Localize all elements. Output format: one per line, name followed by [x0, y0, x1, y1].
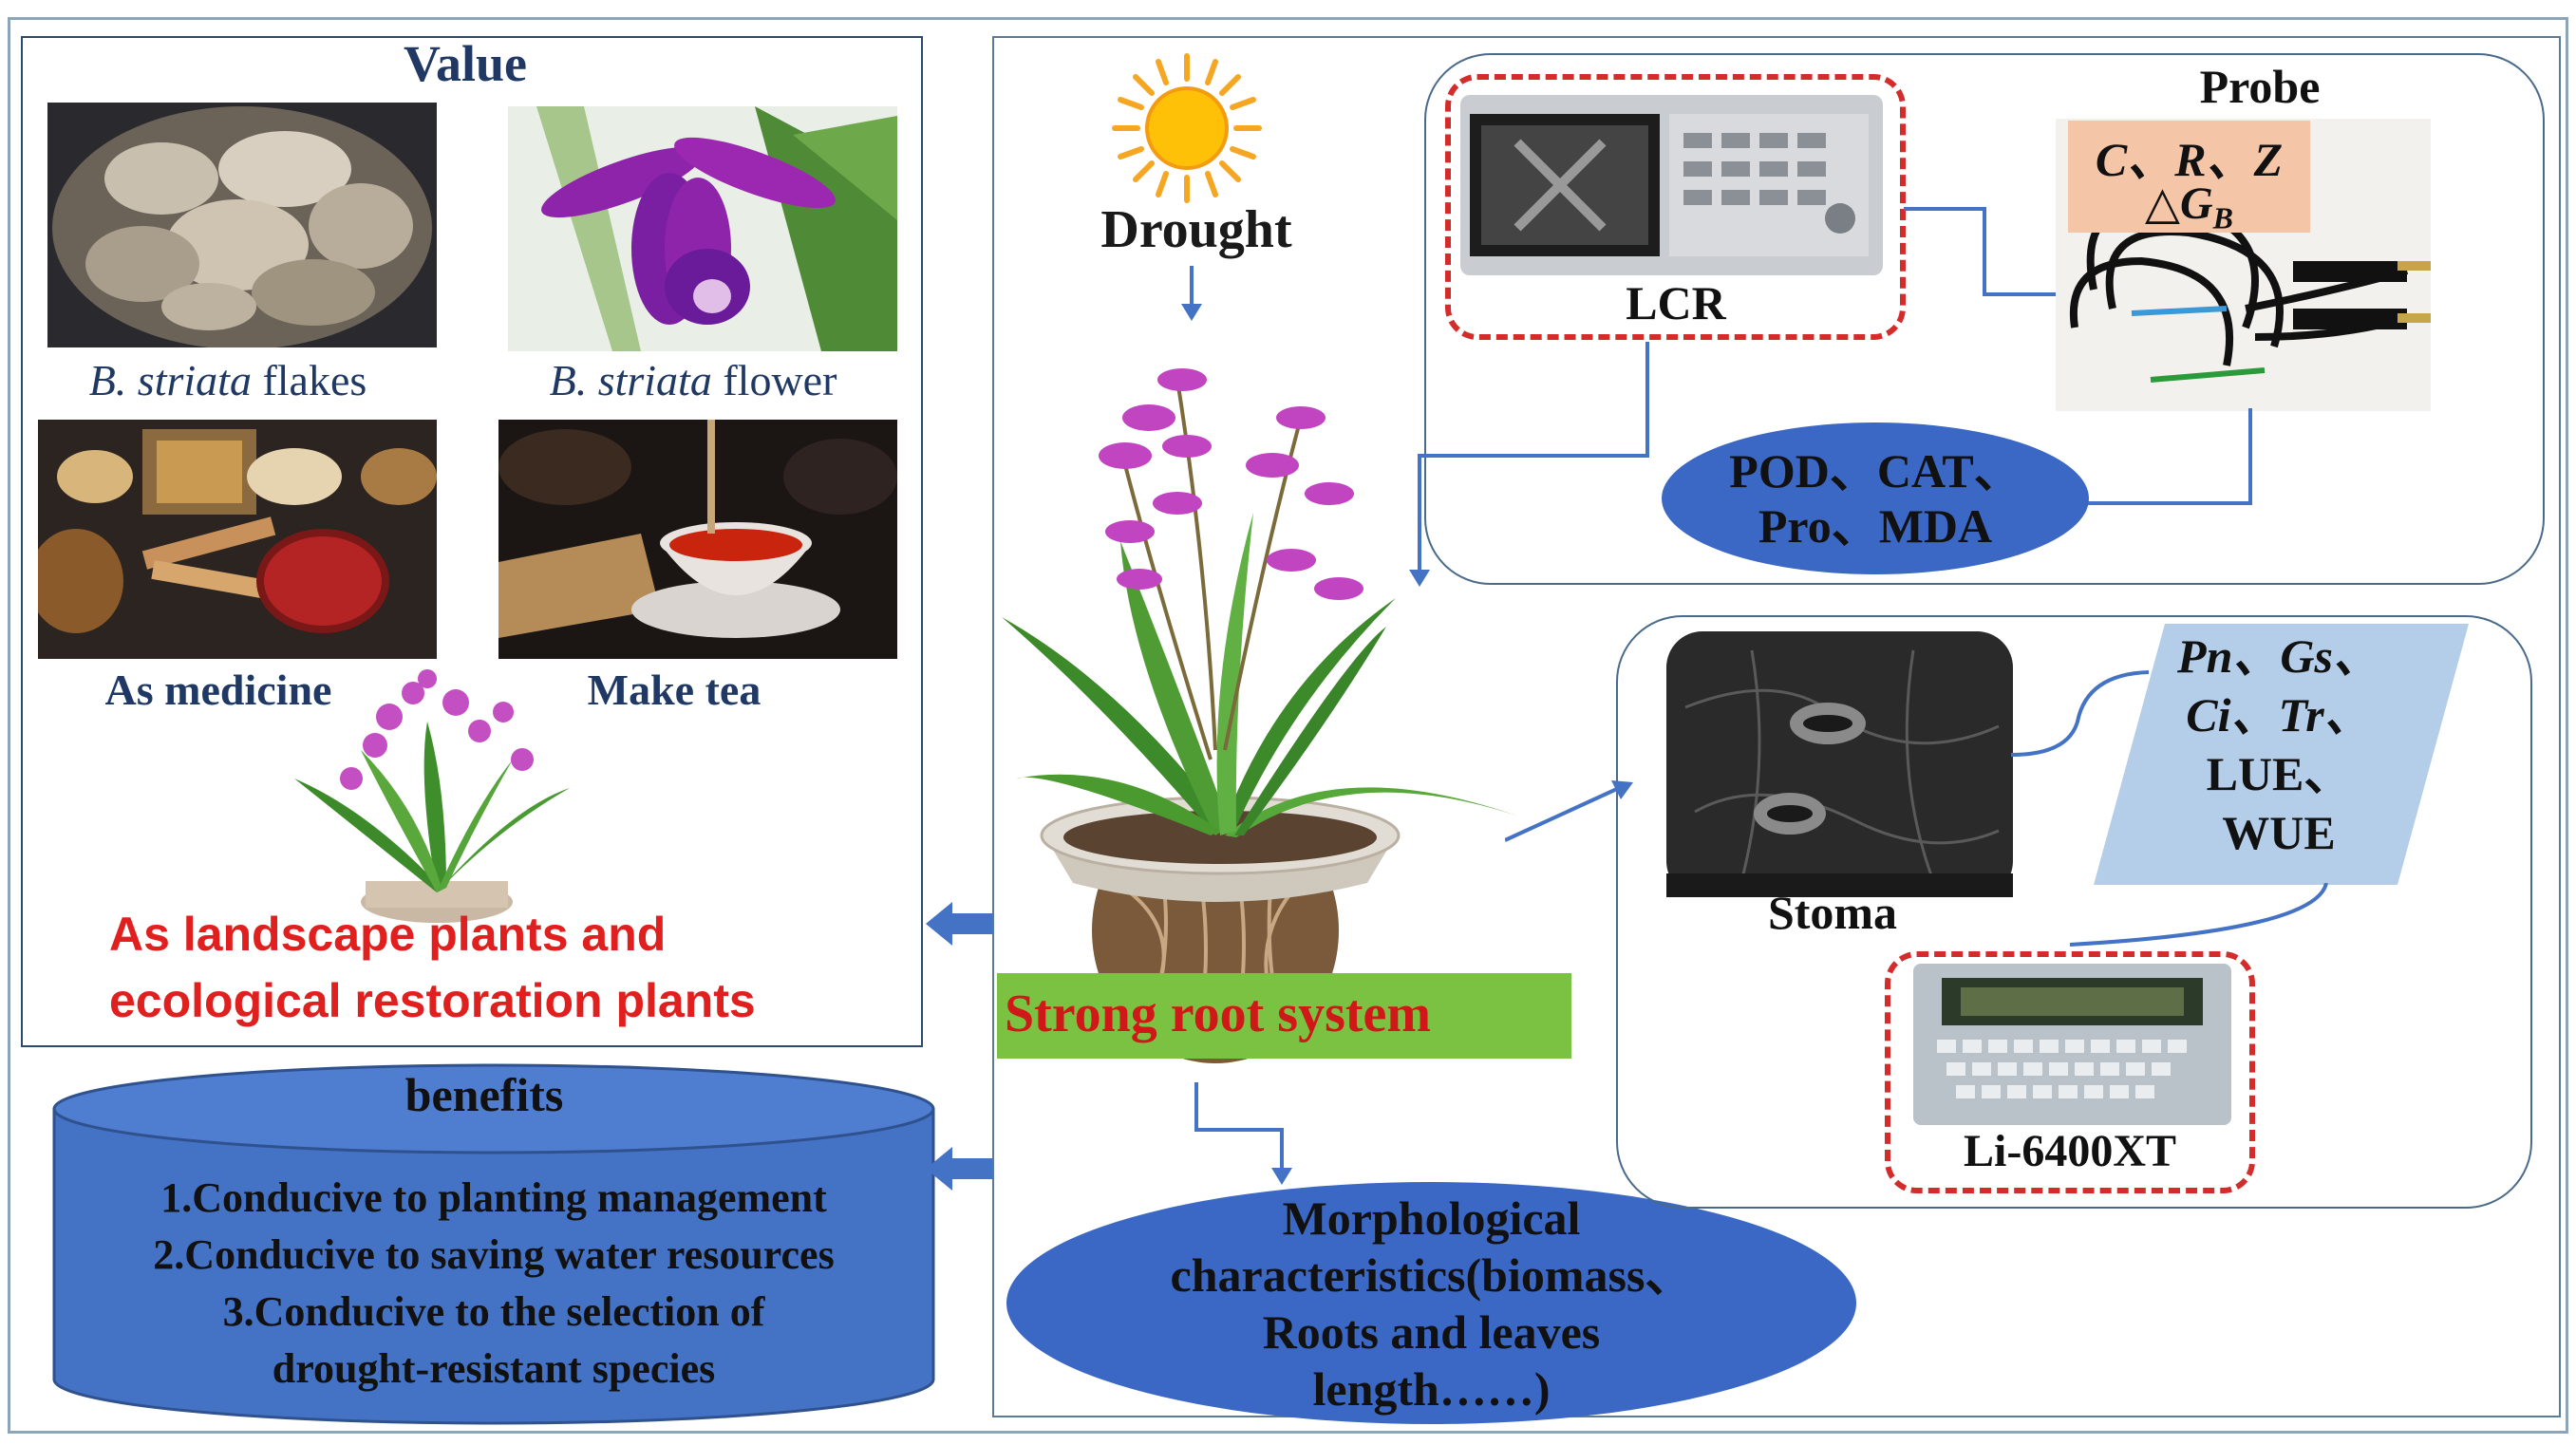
enzymes-ellipse: POD、CAT、 Pro、MDA [1662, 422, 2089, 574]
stoma-params-connector [2010, 665, 2153, 774]
enzymes-line-2: Pro、MDA [1758, 499, 1993, 553]
tea-photo [498, 420, 897, 659]
flakes-caption: B. striata flakes [28, 355, 427, 405]
benefit-item-2: 2.Conducive to saving water resources [153, 1231, 835, 1278]
li6400-device-image [1913, 964, 2231, 1125]
flakes-rest: flakes [251, 356, 367, 404]
flower-rest: flower [711, 356, 837, 404]
photosynthesis-params-box [2094, 624, 2469, 885]
flower-species: B. striata [549, 356, 712, 404]
param-line-4: WUE [2222, 806, 2336, 859]
morph-line-3: Roots and leaves [1262, 1304, 1601, 1359]
morph-line-4: length……) [1312, 1361, 1551, 1416]
drought-arrow [1177, 266, 1206, 328]
physiology-subpanel [1424, 53, 2545, 585]
value-title: Value [403, 35, 528, 92]
sun-icon [1111, 52, 1263, 204]
morph-line-1: Morphological [1282, 1191, 1581, 1245]
lcr-probe-connector [1904, 204, 2065, 304]
param-line-2: Ci、Tr、 [2186, 688, 2372, 741]
morph-line-2: characteristics(biomass、 [1170, 1248, 1693, 1302]
lcr-plant-connector [1401, 342, 1666, 593]
tea-caption: Make tea [587, 666, 762, 714]
arrow-to-benefits [926, 1147, 992, 1195]
param-line-3: LUE、 [2206, 747, 2352, 800]
delta-g-subscript: B [2212, 200, 2233, 235]
flower-caption: B. striata flower [489, 355, 897, 405]
root-system-band [997, 973, 1571, 1059]
medicine-photo [38, 420, 437, 659]
probe-label: Probe [2199, 60, 2321, 113]
landscape-text-line1: As landscape plants and [109, 908, 667, 961]
flakes-photo [47, 103, 437, 347]
benefits-list: 1.Conducive to planting management 2.Con… [57, 1170, 931, 1398]
photosynthesis-params: Pn、Gs、 Ci、Tr、 LUE、 WUE [2117, 627, 2440, 862]
probe-image [2056, 119, 2431, 411]
stoma-label: Stoma [1767, 886, 1898, 939]
probe-params-box [2068, 121, 2310, 233]
params-device-connector [2069, 882, 2355, 954]
lcr-label: LCR [1626, 276, 1726, 329]
root-system-label: Strong root system [1005, 985, 1432, 1043]
landscape-text-line2: ecological restoration plants [109, 974, 756, 1027]
lcr-device-image [1460, 95, 1883, 275]
lcr-highlight [1445, 74, 1906, 340]
delta-g: △G [2145, 178, 2213, 229]
li6400-label: Li-6400XT [1963, 1126, 2176, 1176]
benefit-item-3: 3.Conducive to the selection of [222, 1288, 765, 1335]
param-line-1: Pn、Gs、 [2177, 629, 2380, 683]
probe-params-line2: △GB [2068, 177, 2310, 236]
outer-frame [8, 17, 2568, 1434]
plant-stoma-connector [1504, 779, 1638, 850]
photosynthesis-subpanel [1616, 615, 2532, 1209]
root-to-morph-arrow [1182, 1082, 1296, 1192]
arrow-to-value [926, 902, 992, 950]
enzymes-line-1: POD、CAT、 [1729, 444, 2021, 497]
drought-label: Drought [1100, 200, 1292, 259]
landscape-plant-illustration [285, 665, 589, 930]
flakes-species: B. striata [88, 356, 252, 404]
morphology-ellipse: Morphological characteristics(biomass、 R… [1006, 1182, 1856, 1424]
medicine-caption: As medicine [104, 666, 332, 714]
benefit-item-1: 1.Conducive to planting management [160, 1174, 827, 1221]
li6400-highlight [1885, 951, 2255, 1193]
benefits-title: benefits [404, 1068, 564, 1121]
probe-enzyme-connector [2079, 408, 2269, 517]
benefits-cylinder [52, 1061, 935, 1427]
stoma-image [1666, 631, 2013, 897]
probe-params-line1: C、R、Z [2095, 133, 2284, 186]
flower-photo [508, 106, 897, 351]
benefit-item-4: drought-resistant species [272, 1345, 716, 1392]
